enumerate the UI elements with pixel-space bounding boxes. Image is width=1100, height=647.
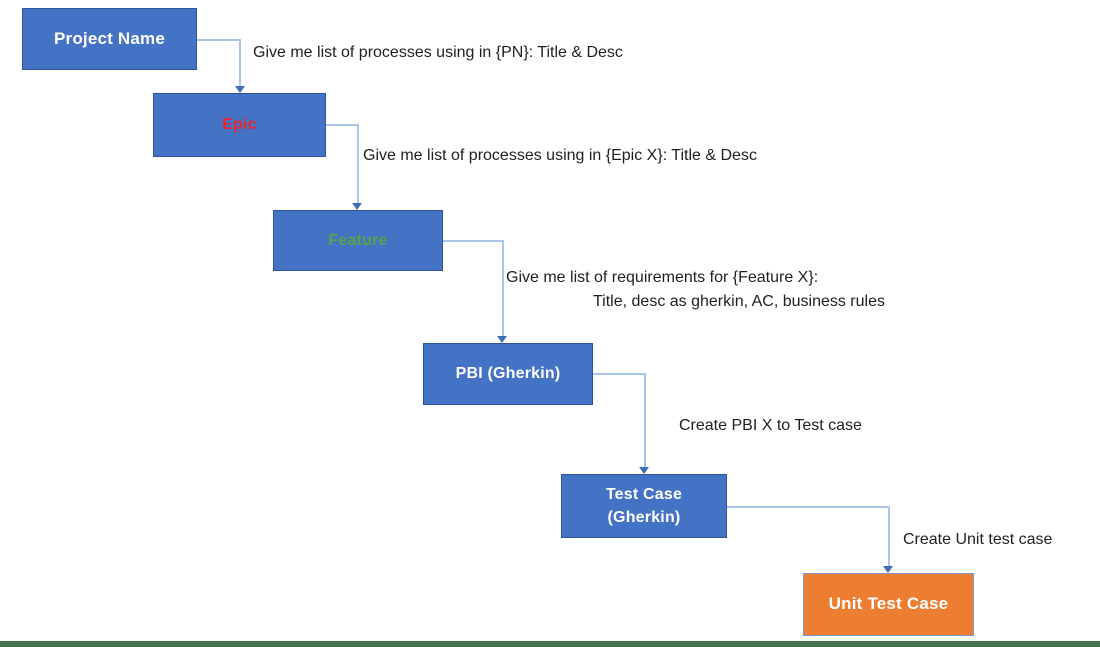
- edge-label-pbi-to-testcase: Create PBI X to Test case: [679, 417, 862, 434]
- node-project-name-label: Project Name: [53, 28, 166, 48]
- connector-testcase-to-unittest-vline: [888, 506, 890, 567]
- connector-pbi-to-testcase-hline: [593, 373, 645, 375]
- node-unit-test-case-label: Unit Test Case: [828, 594, 949, 614]
- arrowhead-down-icon: [497, 336, 507, 343]
- arrowhead-down-icon: [639, 467, 649, 474]
- node-unit-test-case: Unit Test Case: [803, 573, 974, 636]
- node-epic-label: Epic: [222, 116, 257, 134]
- arrowhead-down-icon: [883, 566, 893, 573]
- node-pbi-gherkin-label: PBI (Gherkin): [455, 365, 561, 383]
- connector-testcase-to-unittest-hline: [727, 506, 889, 508]
- node-feature-label: Feature: [328, 231, 388, 249]
- node-pbi-gherkin: PBI (Gherkin): [423, 343, 593, 405]
- node-test-case-gherkin-label: Test Case (Gherkin): [605, 485, 683, 526]
- node-feature: Feature: [273, 210, 443, 271]
- connector-project-to-epic-vline: [239, 39, 241, 87]
- connector-epic-to-feature-vline: [357, 124, 359, 204]
- node-epic: Epic: [153, 93, 326, 157]
- connector-pbi-to-testcase-vline: [644, 373, 646, 468]
- edge-label-feature-to-pbi-line2: Title, desc as gherkin, AC, business rul…: [593, 293, 885, 310]
- edge-label-project-to-epic: Give me list of processes using in {PN}:…: [253, 44, 623, 61]
- node-test-case-gherkin: Test Case (Gherkin): [561, 474, 727, 538]
- edge-label-feature-to-pbi: Give me list of requirements for {Featur…: [506, 266, 885, 314]
- edge-label-feature-to-pbi-line1: Give me list of requirements for {Featur…: [506, 269, 819, 286]
- connector-epic-to-feature-hline: [326, 124, 358, 126]
- edge-label-epic-to-feature: Give me list of processes using in {Epic…: [363, 147, 757, 164]
- node-project-name: Project Name: [22, 8, 197, 70]
- connector-feature-to-pbi-vline: [502, 240, 504, 337]
- arrowhead-down-icon: [352, 203, 362, 210]
- bottom-accent-bar: [0, 641, 1100, 647]
- edge-label-testcase-to-unittest: Create Unit test case: [903, 531, 1053, 548]
- connector-project-to-epic-hline: [197, 39, 241, 41]
- connector-feature-to-pbi-hline: [443, 240, 503, 242]
- arrowhead-down-icon: [235, 86, 245, 93]
